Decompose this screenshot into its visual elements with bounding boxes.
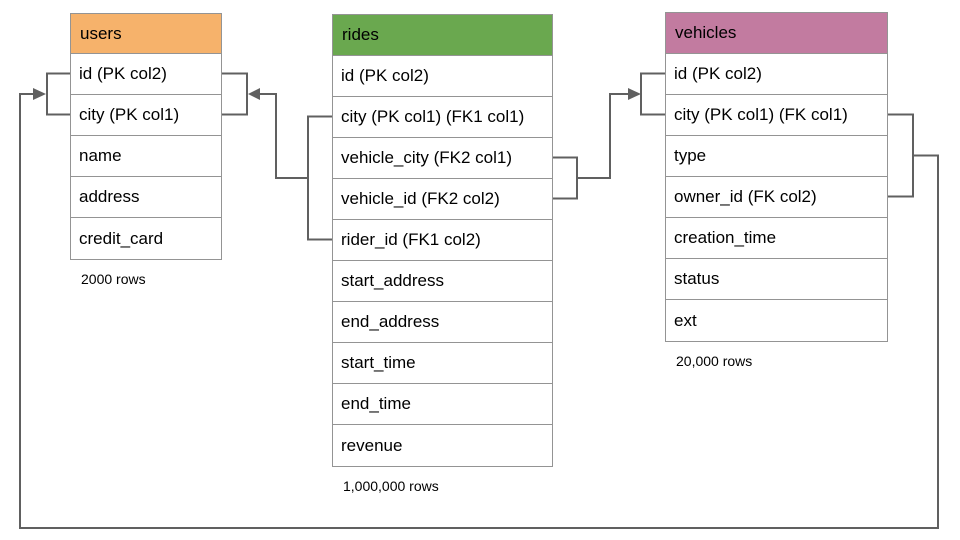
column-row: revenue	[333, 425, 552, 466]
column-row: city (PK col1) (FK1 col1)	[333, 97, 552, 138]
connector-line	[888, 113, 914, 198]
column-row: name	[71, 136, 221, 177]
connector-line	[577, 93, 628, 179]
connector-rides-to-vehicles	[553, 72, 666, 200]
column-row: status	[666, 259, 887, 300]
column-row: city (PK col1) (FK col1)	[666, 95, 887, 136]
row-count-label: 1,000,000 rows	[343, 478, 439, 494]
column-row: end_address	[333, 302, 552, 343]
column-row: start_address	[333, 261, 552, 302]
column-row: vehicle_id (FK2 col2)	[333, 179, 552, 220]
column-row: start_time	[333, 343, 552, 384]
column-row: ext	[666, 300, 887, 341]
arrowhead-icon	[33, 88, 46, 100]
column-row: rider_id (FK1 col2)	[333, 220, 552, 261]
connector-line	[222, 72, 248, 116]
column-row: vehicle_city (FK2 col1)	[333, 138, 552, 179]
connector-line	[640, 72, 666, 116]
arrowhead-icon	[248, 88, 260, 100]
connector-line	[553, 156, 578, 200]
column-row: credit_card	[71, 218, 221, 259]
column-row: end_time	[333, 384, 552, 425]
column-row: id (PK col2)	[333, 56, 552, 97]
table-header: rides	[333, 15, 552, 56]
row-count-label: 2000 rows	[81, 271, 146, 287]
connector-rides-to-users	[222, 72, 332, 241]
column-row: type	[666, 136, 887, 177]
arrowhead-icon	[628, 88, 641, 100]
connector-line	[260, 93, 308, 179]
column-row: address	[71, 177, 221, 218]
table-header: vehicles	[666, 13, 887, 54]
connector-vehicles-to-users	[19, 72, 939, 529]
connector-line	[19, 93, 939, 529]
column-row: id (PK col2)	[666, 54, 887, 95]
column-row: creation_time	[666, 218, 887, 259]
column-row: owner_id (FK col2)	[666, 177, 887, 218]
connector-line	[46, 72, 70, 116]
row-count-label: 20,000 rows	[676, 353, 753, 369]
connector-line	[307, 115, 332, 241]
column-row: id (PK col2)	[71, 54, 221, 95]
table-header: users	[71, 14, 221, 54]
column-row: city (PK col1)	[71, 95, 221, 136]
